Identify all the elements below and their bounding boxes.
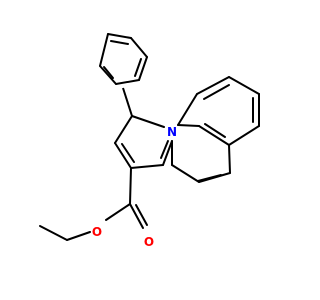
carbonyl-oxygen-label: O [144,235,154,249]
structure-canvas: N O O [0,0,300,300]
background [0,0,300,300]
nitrogen-atom-label: N [167,125,177,139]
phenyl-pyrrole-bond [122,87,133,117]
phenyl-ring [99,33,148,85]
pyrrole-ring [114,115,173,169]
ethyl-ester [39,167,148,241]
quinoline-rings [171,76,260,183]
ester-oxygen-label: O [92,225,102,239]
molecule-structure: N O O [0,0,300,300]
